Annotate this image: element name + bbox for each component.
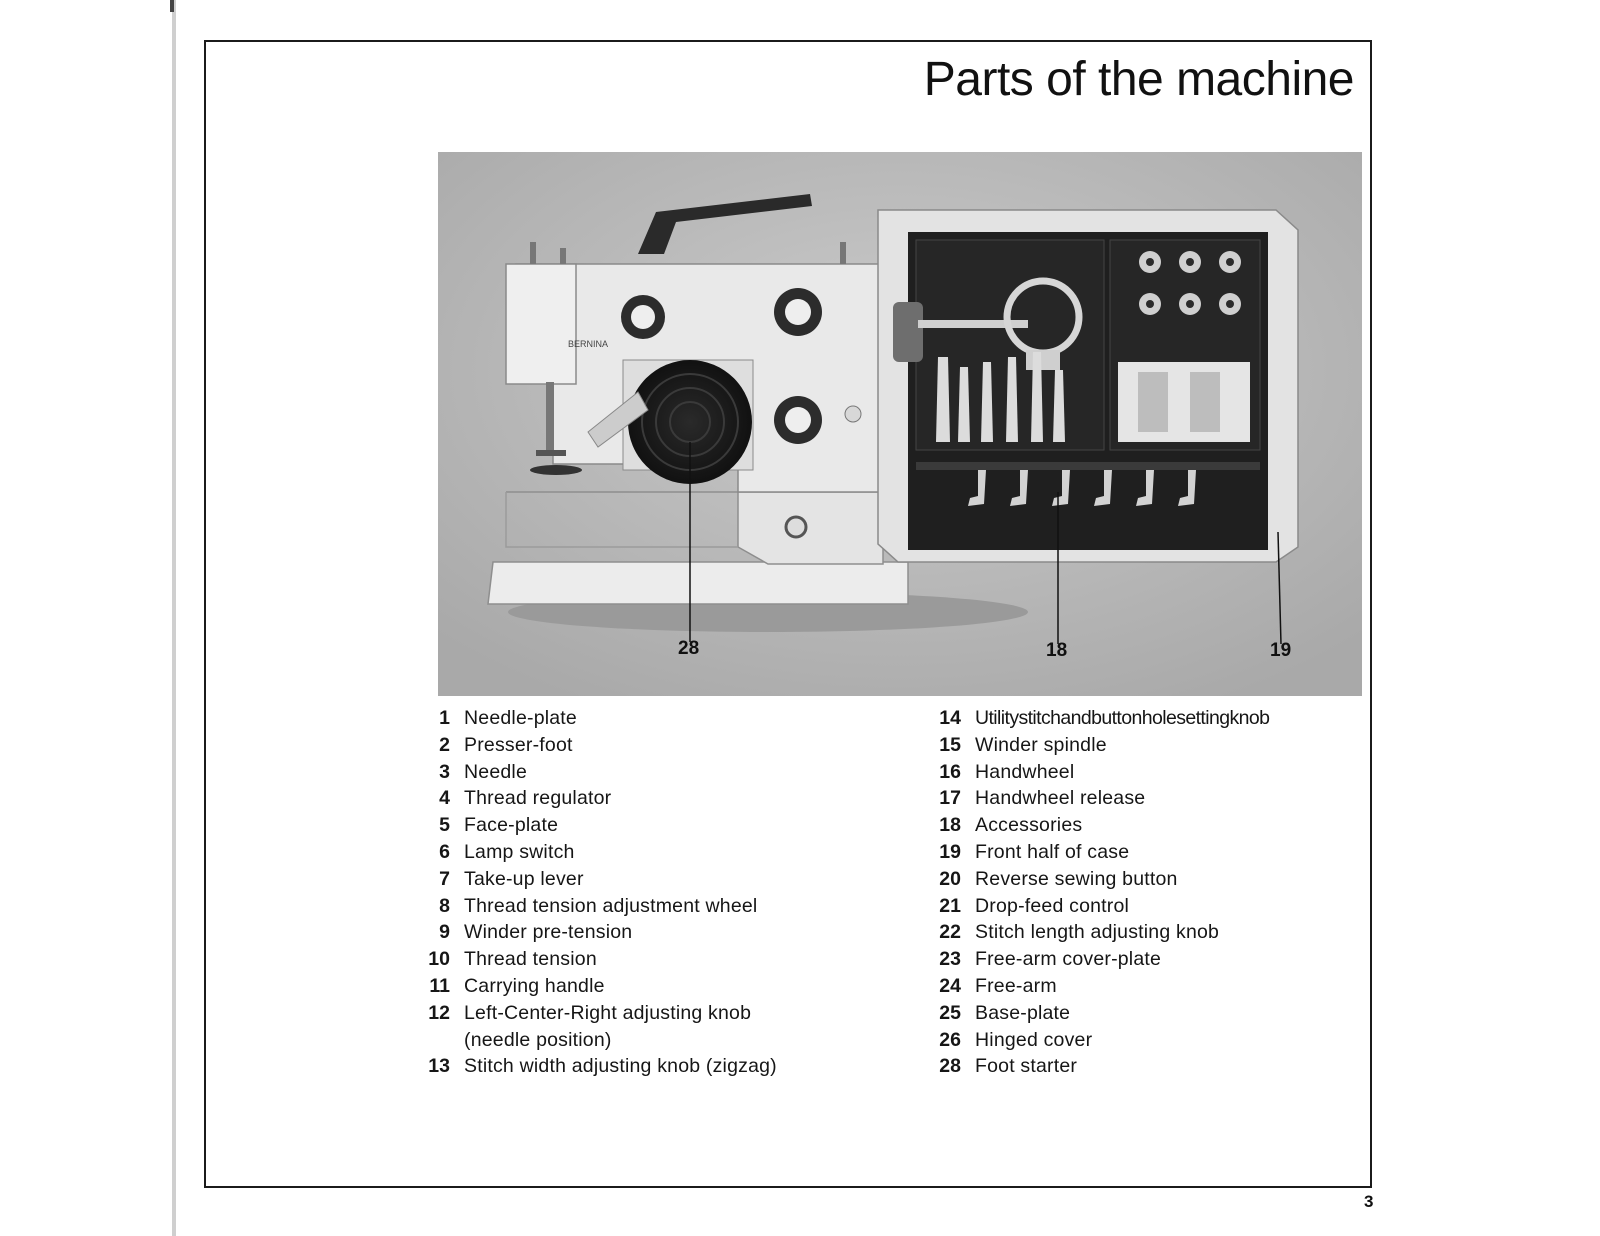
callout-19: 19 — [1270, 640, 1292, 661]
brand-label: BERNINA — [568, 339, 608, 349]
machine-photo: BERNINA — [438, 152, 1362, 696]
page-number: 3 — [1364, 1192, 1374, 1211]
page-corner-mark — [170, 0, 174, 12]
page-title: Parts of the machine — [923, 53, 1355, 106]
callout-18: 18 — [1046, 640, 1068, 661]
callout-28: 28 — [678, 638, 700, 659]
sewing-machine-photo-icon: BERNINA — [438, 152, 1362, 696]
content-frame: Parts of the machine — [204, 40, 1372, 1188]
page-binding-edge — [172, 0, 176, 1236]
